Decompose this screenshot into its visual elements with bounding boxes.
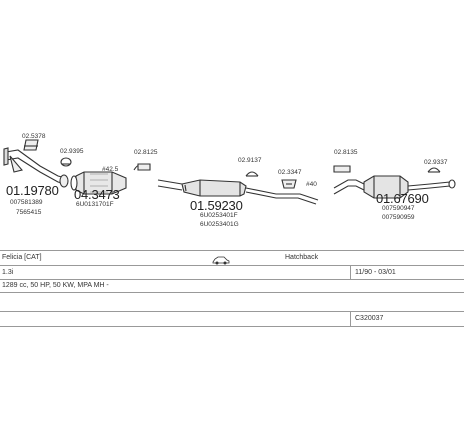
model-cell: Felicia [CAT]	[2, 254, 42, 261]
part-2-tag: 02.9395	[60, 148, 84, 155]
table-column-divider	[350, 265, 351, 279]
catalytic-converter-drawing	[70, 171, 127, 195]
part-1-tag: 02.5378	[22, 133, 46, 140]
part-2-marker: #42.5	[102, 166, 119, 173]
part-8-tag: 02.9337	[424, 159, 448, 166]
clamp-3-drawing	[427, 167, 441, 173]
hanger-2-drawing	[281, 179, 297, 189]
table-row-divider	[0, 292, 464, 293]
table-row-divider	[0, 279, 464, 280]
table-column-divider	[350, 311, 351, 326]
clamp-drawing	[60, 157, 72, 167]
part-2-code1: 6U0131701F	[76, 201, 114, 208]
part-2-number: 04.3473	[74, 187, 120, 202]
part-7-tag: 02.8135	[334, 149, 358, 156]
table-row-divider	[0, 265, 464, 266]
years-cell: 11/90 - 03/01	[355, 269, 396, 276]
part-8-code1: 007590947	[382, 205, 415, 212]
rear-silencer-drawing	[333, 175, 456, 199]
middle-silencer-drawing	[157, 179, 319, 205]
table-top-border	[0, 250, 464, 251]
table-row-divider	[0, 311, 464, 312]
part-1-code1: 007581389	[10, 199, 43, 206]
body-type-cell: Hatchback	[285, 254, 319, 261]
details-cell: 1289 cc, 50 HP, 50 KW, MPA MH -	[2, 282, 109, 289]
engine-cell: 1.3i	[2, 269, 14, 276]
part-1-code2: 7565415	[16, 209, 42, 216]
car-icon	[212, 256, 230, 265]
hanger-3-drawing	[333, 165, 351, 173]
gasket-drawing	[23, 139, 39, 151]
catalog-number-cell: C320037	[355, 315, 384, 322]
part-8-code2: 007590959	[382, 214, 415, 221]
table-bottom-border	[0, 326, 464, 327]
clamp-2-drawing	[245, 171, 259, 177]
part-4-code1: 6U0253401F	[200, 212, 238, 219]
hanger-drawing	[133, 163, 151, 171]
front-pipe-drawing	[3, 147, 69, 188]
part-6-tag: 02.3347	[278, 169, 302, 176]
part-8-number: 01.67690	[376, 191, 429, 206]
part-5-tag: 02.9137	[238, 157, 262, 164]
part-3-tag: 02.8125	[134, 149, 158, 156]
part-4-code2: 6U0253401G	[200, 221, 239, 228]
part-1-number: 01.19780	[6, 183, 59, 198]
part-6-marker: #40	[306, 181, 317, 188]
part-4-number: 01.59230	[190, 198, 243, 213]
